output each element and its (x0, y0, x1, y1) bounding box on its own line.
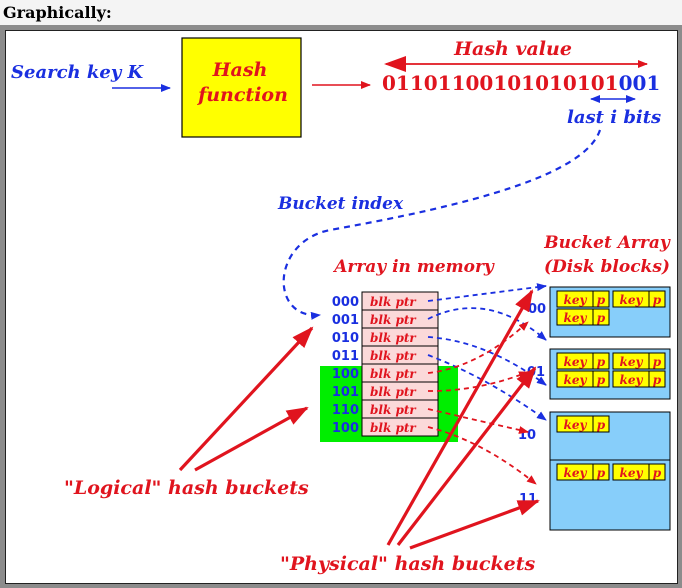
array-index-6: 110 (332, 403, 359, 418)
array-index-column: 000 001 010 011 100 101 110 100 (332, 295, 359, 436)
heading-text: Graphically: (3, 3, 112, 22)
directory-cell-label-1: blk ptr (370, 313, 417, 327)
record-pointer-cell (648, 352, 666, 370)
pointer-arrow-7 (427, 426, 537, 485)
array-in-memory-label: Array in memory (332, 257, 495, 277)
record-pointer-label: p (597, 373, 606, 387)
pointer-arrow-2 (427, 336, 547, 386)
record-pointer-cell (592, 308, 610, 326)
record-pointer-label: p (597, 311, 606, 325)
hash-value-label: Hash value (453, 38, 572, 60)
record-key-label: key (620, 373, 644, 387)
physical-arrow-b (396, 366, 537, 546)
logical-arrow-a (178, 326, 314, 472)
record-pointer-label: p (597, 293, 606, 307)
directory-cell-label-0: blk ptr (370, 295, 417, 309)
bucket-index-label: Bucket index (277, 194, 404, 214)
record-pointer-label: p (597, 418, 606, 432)
directory-cell-7 (361, 417, 439, 437)
record-key-label: key (564, 466, 588, 480)
directory-cell-label-2: blk ptr (370, 331, 417, 345)
hash-function-box (181, 37, 302, 138)
logical-arrow-b (194, 406, 309, 472)
record-key-label: key (564, 418, 588, 432)
record-pointer-label: p (653, 373, 662, 387)
record-key-label: key (564, 373, 588, 387)
array-index-2: 010 (332, 331, 359, 346)
pointer-arrow-4 (427, 321, 529, 374)
record-pointer-cell (648, 290, 666, 308)
record-pointer-cell (592, 415, 610, 433)
record-pointer-cell (592, 290, 610, 308)
array-index-1: 001 (332, 313, 359, 328)
array-index-4: 100 (332, 367, 359, 382)
record-key-label: key (620, 466, 644, 480)
hash-bits-suffix: 001 (619, 71, 661, 95)
record-key-label: key (564, 311, 588, 325)
directory-cell-label-7: blk ptr (370, 421, 417, 435)
array-index-7: 100 (332, 421, 359, 436)
directory-cell-label-6: blk ptr (370, 403, 417, 417)
physical-buckets-label: "Physical" hash buckets (280, 553, 536, 575)
physical-arrow-a (386, 289, 534, 546)
hash-function-label-line1: Hash (212, 59, 268, 81)
array-index-5: 101 (332, 385, 359, 400)
directory-array: blk ptr blk ptr blk ptr blk ptr blk ptr blk p… (361, 291, 439, 437)
last-bits-label: last i bits (567, 107, 661, 128)
array-index-0: 000 (332, 295, 359, 310)
bucket-id-10: 10 (518, 428, 536, 443)
record-key-label: key (620, 355, 644, 369)
record-pointer-label: p (653, 293, 662, 307)
search-key-label: Search key K (11, 62, 145, 83)
bucket-array-label-line2: (Disk blocks) (544, 257, 670, 277)
record-key-label: key (564, 355, 588, 369)
directory-cell-label-3: blk ptr (370, 349, 417, 363)
record-pointer-cell (648, 370, 666, 388)
pointer-arrow-0 (427, 283, 547, 302)
record-key-label: key (564, 293, 588, 307)
record-pointer-label: p (597, 466, 606, 480)
record-pointer-cell (592, 370, 610, 388)
bucket-id-00: 00 (528, 302, 546, 317)
array-index-3: 011 (332, 349, 359, 364)
hash-bits-prefix: 01101100101010101 (382, 71, 619, 95)
pointer-arrow-6 (427, 408, 529, 434)
bucket-array-label-line1: Bucket Array (543, 233, 671, 253)
logical-buckets-label: "Logical" hash buckets (64, 477, 309, 499)
record-pointer-cell (592, 463, 610, 481)
pointer-arrow-3 (427, 354, 547, 421)
record-pointer-cell (648, 463, 666, 481)
pointer-arrow-1 (427, 307, 547, 341)
record-pointer-label: p (653, 355, 662, 369)
record-key-label: key (620, 293, 644, 307)
physical-arrow-c (409, 499, 540, 550)
hash-value-bits: 01101100101010101001 (382, 71, 660, 95)
directory-cell-label-5: blk ptr (370, 385, 417, 399)
hash-function-label-line2: function (196, 84, 288, 106)
record-pointer-label: p (653, 466, 662, 480)
bucket-index-dashed-arrow (282, 129, 602, 320)
record-pointer-label: p (597, 355, 606, 369)
record-pointer-cell (592, 352, 610, 370)
directory-cell-label-4: blk ptr (370, 367, 417, 381)
